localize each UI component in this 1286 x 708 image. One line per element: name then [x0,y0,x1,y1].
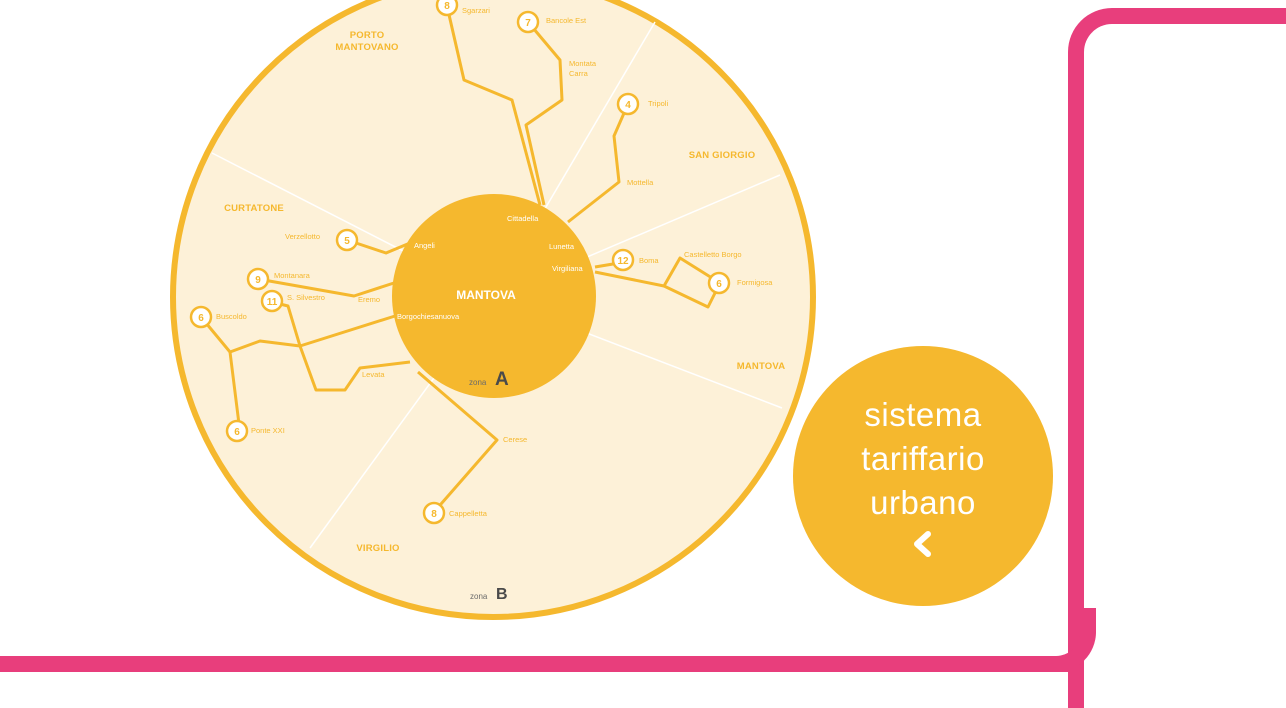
svg-text:8: 8 [431,509,437,520]
route-line-8-south [417,370,499,513]
route-line-9 [257,277,398,298]
route-line-6-south [228,351,242,433]
zone-b-label-prefix: zona [470,592,488,601]
stop-label-cittadella: Cittadella [507,214,539,223]
stop-label-borgochiesanuova: Borgochiesanuova [397,312,460,321]
svg-text:6: 6 [198,313,204,324]
zone-b-label-letter: B [496,586,508,603]
area-label-virgilio: VIRGILIO [356,543,399,554]
chevron-left-icon [914,531,931,557]
stop-label-s-silvestro: S. Silvestro [287,293,325,302]
svg-text:6: 6 [716,279,722,290]
line-badge-7[interactable]: 7 [516,10,540,34]
svg-text:8: 8 [444,1,450,12]
area-label-curtatone: CURTATONE [224,203,284,214]
svg-text:5: 5 [344,236,350,247]
line-badge-11[interactable]: 11 [260,289,284,313]
bottom-frame-bar [0,656,1080,672]
side-panel-frame [1068,8,1286,708]
stop-label-lunetta: Lunetta [549,242,575,251]
stop-label-verzellotto: Verzellotto [285,232,320,241]
stop-label-montanara: Montanara [274,271,311,280]
stop-label-sgarzari: Sgarzari [462,6,490,15]
tariff-line-2: tariffario [861,440,985,477]
svg-text:6: 6 [234,427,240,438]
area-label-mantovano: MANTOVANO [335,42,398,53]
stop-label-cerese: Cerese [503,435,527,444]
svg-text:11: 11 [267,297,278,308]
line-badge-5[interactable]: 5 [335,228,359,252]
zone-a-disc [392,194,596,398]
line-badge-6-south[interactable]: 6 [225,419,249,443]
line-badge-9[interactable]: 9 [246,267,270,291]
line-badge-12[interactable]: 12 [611,248,635,272]
stop-labels: Sgarzari Bancole Est Montata Carra Tripo… [216,6,773,518]
stop-label-virgiliana: Virgiliana [552,264,584,273]
svg-text:9: 9 [255,275,261,286]
stop-label-mottella: Mottella [627,178,654,187]
stop-label-ponte-xxi: Ponte XXI [251,426,285,435]
svg-text:7: 7 [525,18,531,29]
svg-text:4: 4 [625,100,631,111]
center-city-label: MANTOVA [456,288,516,302]
area-label-porto: PORTO [350,30,385,41]
zone-a-label-letter: A [495,369,509,390]
line-badges: 8 7 4 5 9 11 6 6 8 12 6 [189,0,731,525]
stop-label-levata: Levata [362,370,385,379]
tariff-system-button[interactable]: sistema tariffario urbano [793,346,1053,606]
stop-label-cappelletta: Cappelletta [449,509,488,518]
stop-label-formigosa: Formigosa [737,278,773,287]
route-line-6-east [594,270,665,288]
stop-label-carra: Carra [569,69,589,78]
route-line-11 [271,300,411,392]
stop-label-bancole-est: Bancole Est [546,16,587,25]
stop-label-buscoldo: Buscoldo [216,312,247,321]
route-line-8-north [445,5,542,206]
tariff-line-3: urbano [870,484,976,521]
svg-text:12: 12 [617,256,629,267]
stop-label-castelletto-borgo: Castelletto Borgo [684,250,742,259]
stop-label-boma: Boma [639,256,659,265]
line-badge-8-north[interactable]: 8 [435,0,459,17]
area-label-mantova: MANTOVA [737,361,786,372]
stop-label-angeli: Angeli [414,241,435,250]
line-badge-6-west[interactable]: 6 [189,305,213,329]
area-label-san-giorgio: SAN GIORGIO [689,150,756,161]
stop-label-eremo: Eremo [358,295,380,304]
stop-label-montata: Montata [569,59,597,68]
line-badge-6-east[interactable]: 6 [707,271,731,295]
route-line-5 [346,238,411,255]
line-badge-8-south[interactable]: 8 [422,501,446,525]
route-line-6-west [199,314,396,354]
line-badge-4[interactable]: 4 [616,92,640,116]
route-line-7 [524,21,564,206]
route-line-4 [567,103,630,224]
zone-a-label-prefix: zona [469,378,487,387]
tariff-zone-map: zona A zona B MANTOVA PORTO MANTOVANO SA… [170,0,816,620]
tariff-line-1: sistema [864,396,982,433]
stop-label-tripoli: Tripoli [648,99,668,108]
